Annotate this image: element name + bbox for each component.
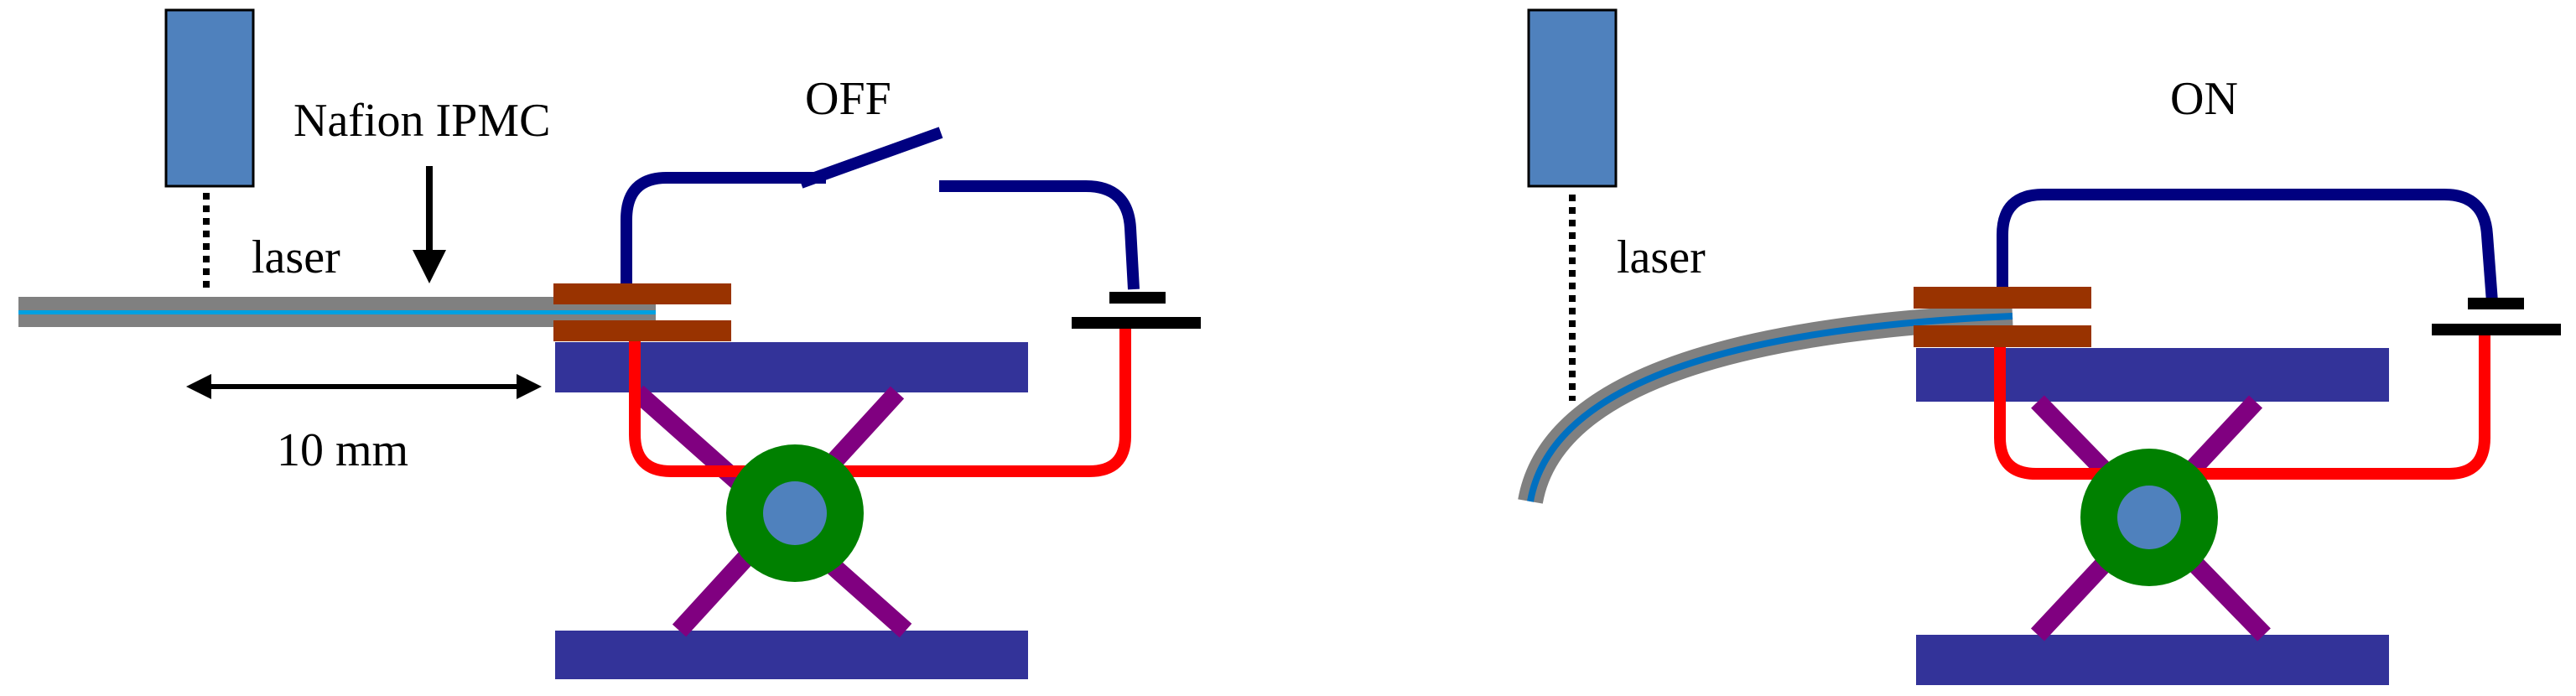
stage-top-plate: [555, 342, 1028, 392]
top-wire-left: [621, 172, 826, 283]
length-label: 10 mm: [277, 424, 408, 476]
laser-head: [1527, 8, 1618, 188]
top-wire: [1997, 189, 2498, 303]
bottom-wire: [629, 323, 1131, 477]
right-panel-on: laser ON: [1518, 8, 2561, 685]
clamp-top: [553, 283, 731, 304]
switch-lever-open: [798, 127, 943, 189]
sample-label: Nafion IPMC: [293, 95, 550, 147]
state-label-off: OFF: [805, 73, 891, 125]
stage-bottom-plate: [1916, 635, 2389, 685]
state-label-on: ON: [2170, 73, 2238, 125]
stage-bottom-plate: [555, 631, 1028, 679]
adjustment-knob-center: [2117, 486, 2181, 549]
laser-label: laser: [252, 231, 340, 283]
top-wire-right: [939, 180, 1140, 290]
bottom-wire: [1994, 331, 2490, 480]
stage-top-plate: [1916, 348, 2389, 402]
laser-head: [164, 8, 255, 188]
ipmc-core-bent: [1527, 313, 2013, 502]
clamp-bottom: [553, 320, 731, 341]
clamp-top: [1914, 287, 2091, 309]
left-panel-off: Nafion IPMC laser OFF 10 mm: [18, 8, 1201, 679]
adjustment-knob-center: [763, 481, 827, 545]
clamp-bottom: [1914, 325, 2091, 347]
ipmc-core: [18, 310, 656, 314]
laser-label: laser: [1617, 231, 1706, 283]
